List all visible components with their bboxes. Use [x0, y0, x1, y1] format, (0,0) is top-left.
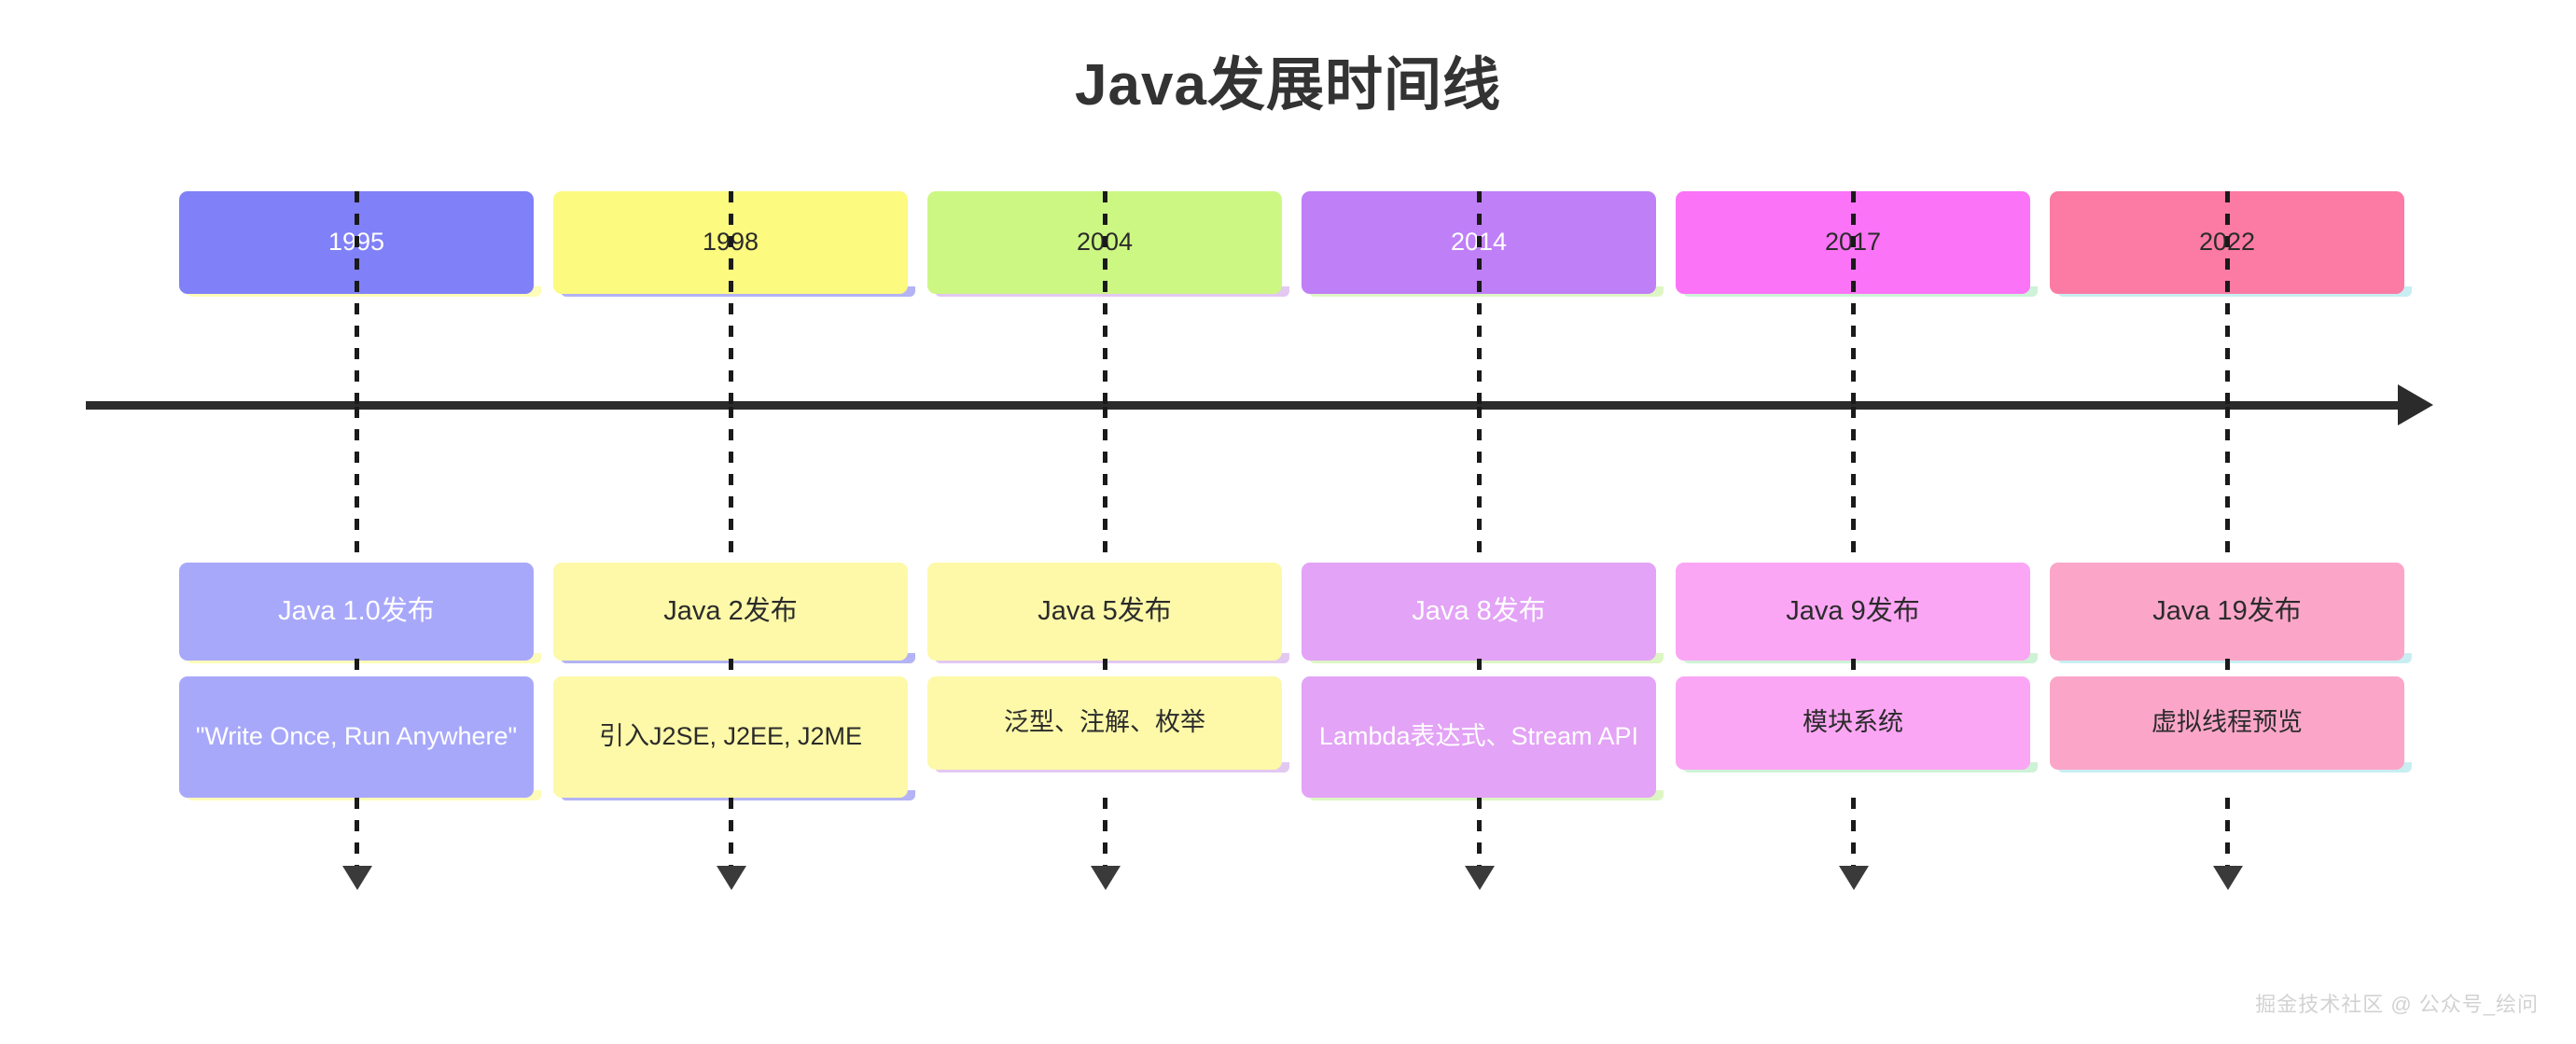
connector-dashed-lower	[729, 798, 733, 870]
description-card[interactable]: "Write Once, Run Anywhere"	[179, 676, 534, 798]
connector-dashed-lower	[1851, 798, 1856, 870]
connector-dashed-middle	[1477, 407, 1482, 565]
down-arrowhead-icon	[342, 866, 372, 890]
description-label: 模块系统	[1803, 708, 1903, 737]
down-arrowhead-icon	[2213, 866, 2243, 890]
description-label: 虚拟线程预览	[2151, 708, 2303, 737]
connector-dashed-upper	[355, 191, 359, 406]
description-card[interactable]: 模块系统	[1676, 676, 2030, 770]
connector-dashed-lower	[1103, 798, 1107, 870]
connector-dashed-middle	[1851, 407, 1856, 565]
event-label: Java 9发布	[1786, 596, 1920, 627]
timeline-axis-line	[86, 401, 2404, 410]
connector-dashed-between-cards	[729, 659, 733, 679]
down-arrowhead-icon	[1465, 866, 1495, 890]
connector-dashed-between-cards	[1477, 659, 1482, 679]
description-card[interactable]: 虚拟线程预览	[2050, 676, 2404, 770]
connector-dashed-middle	[729, 407, 733, 565]
connector-dashed-upper	[729, 191, 733, 406]
connector-dashed-between-cards	[1851, 659, 1856, 679]
connector-dashed-between-cards	[1103, 659, 1107, 679]
event-label: Java 8发布	[1412, 596, 1546, 627]
event-label: Java 1.0发布	[278, 596, 435, 627]
event-card[interactable]: Java 1.0发布	[179, 563, 534, 661]
connector-dashed-upper	[1477, 191, 1482, 406]
connector-dashed-upper	[1851, 191, 1856, 406]
event-label: Java 2发布	[663, 596, 798, 627]
connector-dashed-middle	[355, 407, 359, 565]
connector-dashed-lower	[355, 798, 359, 870]
description-label: "Write Once, Run Anywhere"	[195, 722, 518, 751]
connector-dashed-between-cards	[2225, 659, 2230, 679]
connector-dashed-lower	[1477, 798, 1482, 870]
timeline-arrowhead-icon	[2398, 384, 2433, 425]
description-label: 引入J2SE, J2EE, J2ME	[598, 722, 863, 751]
event-card[interactable]: Java 5发布	[927, 563, 1282, 661]
event-card[interactable]: Java 19发布	[2050, 563, 2404, 661]
description-label: Lambda表达式、Stream API	[1318, 722, 1639, 751]
connector-dashed-between-cards	[355, 659, 359, 679]
event-label: Java 19发布	[2152, 596, 2302, 627]
down-arrowhead-icon	[717, 866, 746, 890]
event-label: Java 5发布	[1037, 596, 1172, 627]
page-title: Java发展时间线	[1075, 53, 1501, 118]
event-card[interactable]: Java 9发布	[1676, 563, 2030, 661]
event-card[interactable]: Java 2发布	[553, 563, 908, 661]
watermark: 掘金技术社区 @ 公众号_绘问	[2255, 993, 2539, 1016]
connector-dashed-lower	[2225, 798, 2230, 870]
description-card[interactable]: 泛型、注解、枚举	[927, 676, 1282, 770]
connector-dashed-middle	[2225, 407, 2230, 565]
connector-dashed-upper	[1103, 191, 1107, 406]
connector-dashed-upper	[2225, 191, 2230, 406]
description-card[interactable]: 引入J2SE, J2EE, J2ME	[553, 676, 908, 798]
description-card[interactable]: Lambda表达式、Stream API	[1302, 676, 1656, 798]
connector-dashed-middle	[1103, 407, 1107, 565]
timeline-column: 1995Java 1.0发布"Write Once, Run Anywhere"	[179, 0, 541, 1044]
down-arrowhead-icon	[1839, 866, 1869, 890]
event-card[interactable]: Java 8发布	[1302, 563, 1656, 661]
description-label: 泛型、注解、枚举	[1004, 708, 1205, 737]
down-arrowhead-icon	[1091, 866, 1121, 890]
